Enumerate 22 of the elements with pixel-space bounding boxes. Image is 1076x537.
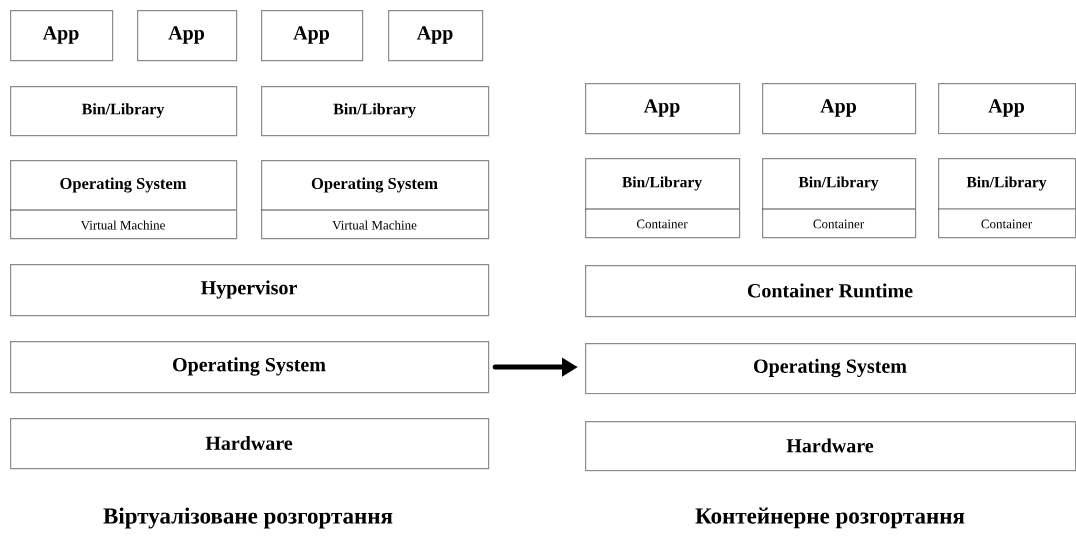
caption: Контейнерне розгортання — [695, 507, 965, 529]
layer-box: App — [261, 10, 364, 62]
layer-box: Bin/Library Container — [761, 158, 917, 239]
layer-box: App — [938, 83, 1076, 135]
layer-box: App — [585, 83, 741, 135]
layer-box: App — [762, 83, 917, 135]
layer-box: App — [10, 10, 114, 62]
layer-box: Hypervisor — [10, 264, 490, 317]
layer-box: App — [388, 10, 484, 62]
layer-box: Bin/Library Container — [584, 158, 741, 239]
layer-box: App — [137, 10, 238, 62]
layer-box: Container Runtime — [585, 265, 1076, 318]
layer-box: Operating System — [10, 341, 490, 394]
layer-box: Hardware — [585, 421, 1076, 472]
layer-box: Operating System Virtual Machine — [260, 160, 490, 240]
caption: Віртуалізоване розгортання — [103, 507, 393, 529]
layer-box: Bin/Library — [10, 86, 238, 137]
layer-box: Operating System Virtual Machine — [9, 160, 238, 240]
layer-box: Operating System — [585, 343, 1076, 395]
layer-box: Bin/Library — [261, 86, 490, 137]
layer-box: Hardware — [10, 418, 490, 470]
layer-box: Bin/Library Container — [937, 158, 1076, 239]
